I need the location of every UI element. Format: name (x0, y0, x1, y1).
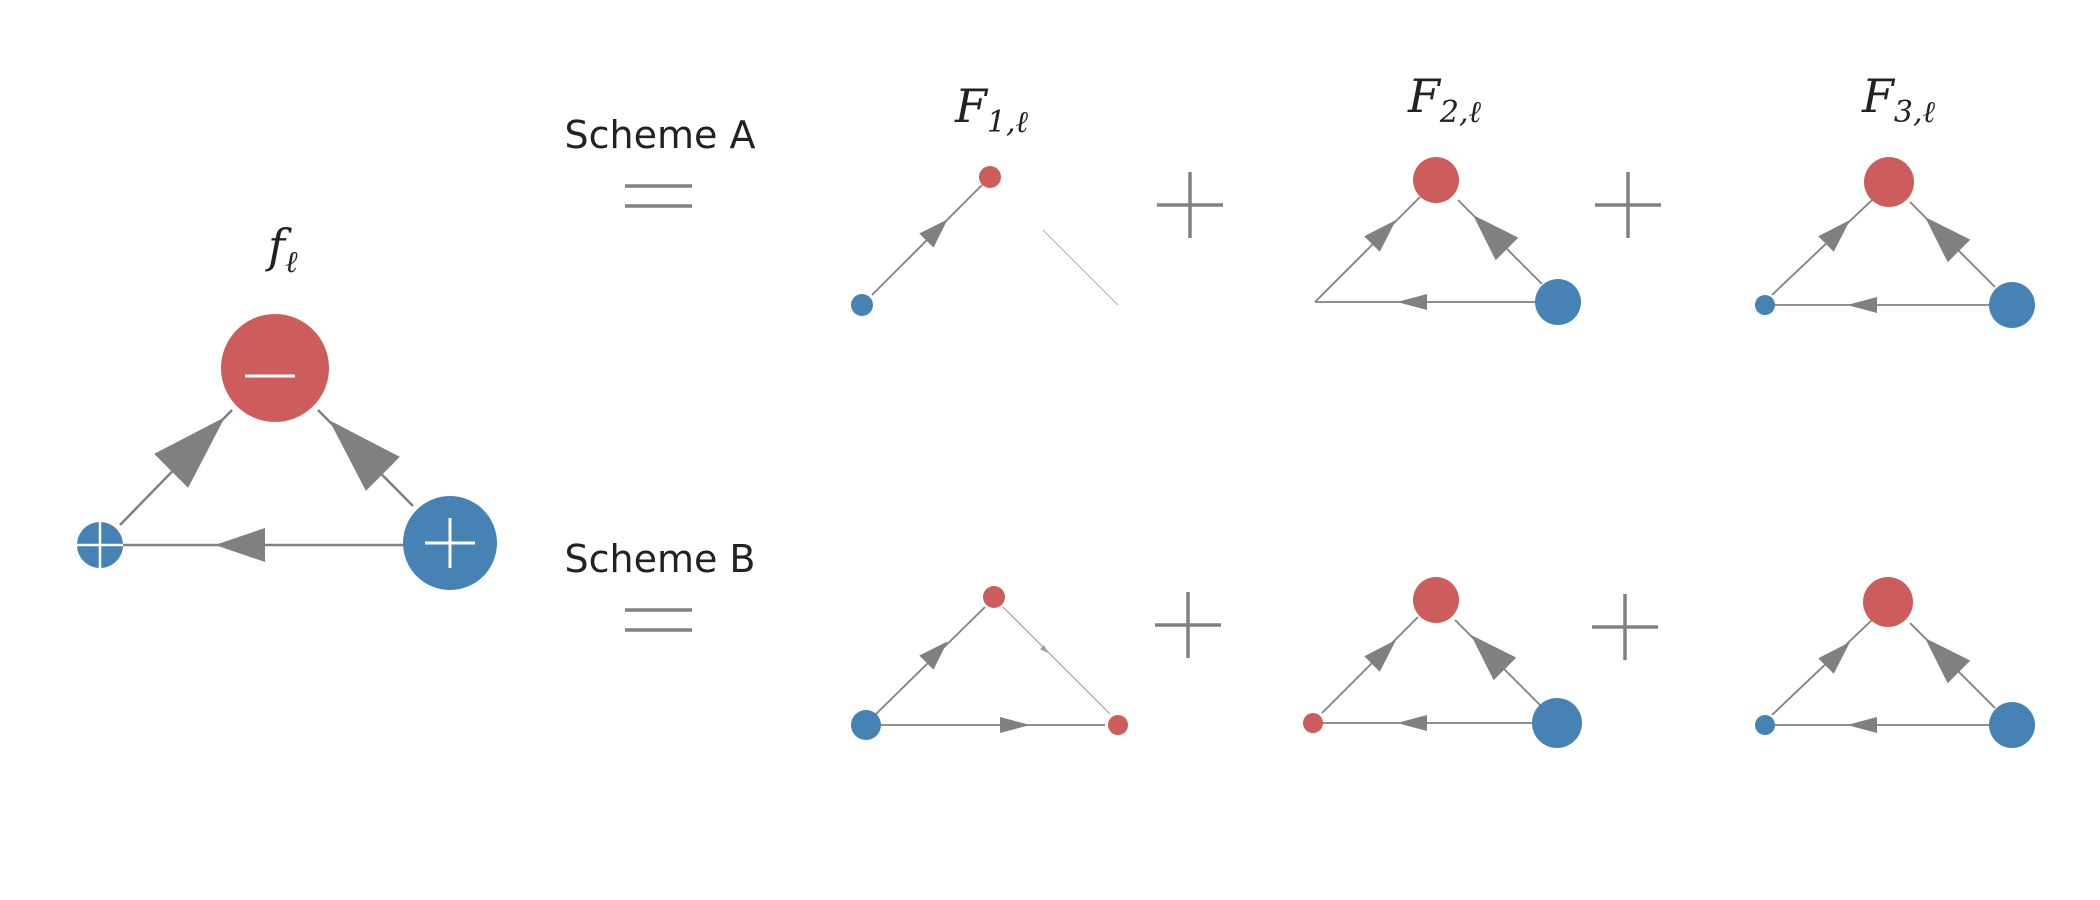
scheme-a-label-group: Scheme A (565, 113, 756, 208)
node-right (1535, 279, 1581, 325)
equals-sign (625, 608, 692, 632)
F1-label: F1,ℓ (954, 79, 1029, 140)
plus-sign (1592, 594, 1658, 660)
scheme-a-graph-2 (1314, 157, 1581, 325)
node-right (1532, 698, 1582, 748)
arrow (1397, 294, 1427, 310)
main-node-top (221, 314, 329, 422)
scheme-b-graph-3 (1755, 577, 2035, 748)
F2-label: F2,ℓ (1407, 69, 1482, 130)
f-main-label: fℓ (265, 219, 298, 280)
scheme-b-label: Scheme B (564, 537, 755, 581)
scheme-a-label: Scheme A (565, 113, 756, 157)
plus-sign (1157, 172, 1223, 238)
f-main-sub: ℓ (285, 245, 298, 280)
arrow (1818, 641, 1851, 674)
node-right (1108, 715, 1128, 735)
arrow (1000, 717, 1030, 733)
arrow (1040, 645, 1048, 653)
main-arrow-bottom (215, 528, 265, 562)
node-left (1755, 295, 1775, 315)
arrow (1364, 219, 1397, 252)
F3-label: F3,ℓ (1861, 69, 1936, 130)
node-top (1413, 157, 1459, 203)
arrow (1364, 639, 1397, 672)
plus-sign (1155, 592, 1221, 658)
node-top (1413, 577, 1459, 623)
arrow (1397, 715, 1427, 731)
main-node-left (77, 522, 123, 568)
node-right (1989, 282, 2035, 328)
arrow (1818, 219, 1851, 252)
F2-base: F (1407, 69, 1442, 123)
plus-sign (1595, 172, 1661, 238)
scheme-a-graph-1 (851, 166, 1119, 316)
main-arrow-left (154, 417, 225, 488)
node-left (1303, 713, 1323, 733)
F1-base: F (954, 79, 989, 133)
node-right (1989, 702, 2035, 748)
node-top (1864, 157, 1914, 207)
node-top (1863, 577, 1913, 627)
main-node-right (403, 496, 497, 590)
node-left (851, 710, 881, 740)
node-left (851, 294, 873, 316)
node-left (1755, 715, 1775, 735)
node-top (979, 166, 1001, 188)
main-arrow-right (329, 420, 400, 491)
scheme-a-graph-3 (1755, 157, 2035, 328)
F1-sub: 1,ℓ (987, 105, 1029, 140)
arrow (1847, 297, 1877, 313)
scheme-b-label-group: Scheme B (564, 537, 756, 632)
main-graph: fℓ (77, 219, 497, 590)
F3-sub: 3,ℓ (1894, 95, 1936, 130)
equals-sign (625, 184, 692, 208)
F2-sub: 2,ℓ (1439, 95, 1482, 130)
scheme-b-graph-2 (1303, 577, 1582, 748)
scheme-b-graph-1 (851, 586, 1128, 740)
F3-base: F (1861, 69, 1896, 123)
arrow (919, 641, 948, 670)
arrow (1847, 717, 1877, 733)
node-top (983, 586, 1005, 608)
